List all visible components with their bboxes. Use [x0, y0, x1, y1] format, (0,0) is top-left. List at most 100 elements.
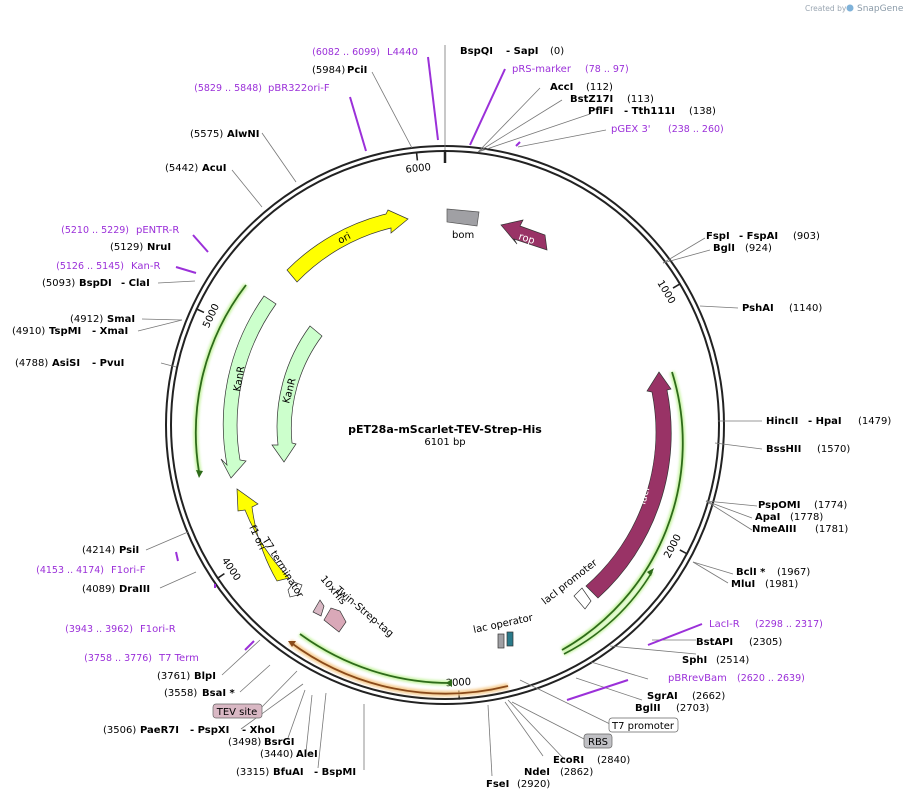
site-bcli[interactable]: BclI * [736, 567, 766, 578]
primer-l4440-label[interactable]: L4440 [387, 47, 418, 58]
primer-ticks [175, 56, 703, 701]
site-pshai[interactable]: PshAI [742, 303, 774, 314]
rop-label: rop [517, 231, 536, 247]
primer-f1orir-label[interactable]: F1ori-R [140, 624, 176, 635]
site-apai-pos: (1778) [790, 512, 823, 523]
tev-site-box[interactable]: TEV site [212, 703, 263, 719]
site-hpai[interactable]: - HpaI [808, 416, 842, 427]
kanr-outer-arrow[interactable] [220, 295, 277, 479]
rbs-label-box[interactable]: RBS [583, 733, 613, 749]
site-bspdi[interactable]: BspDI [79, 278, 112, 289]
laci-promoter-shape[interactable] [573, 587, 592, 610]
ori-arrow[interactable] [286, 209, 409, 283]
site-xhoi[interactable]: - XhoI [242, 725, 275, 736]
site-smai[interactable]: SmaI [107, 314, 135, 325]
site-bstapi[interactable]: BstAPI [696, 637, 733, 648]
site-bglii[interactable]: BglII [635, 703, 661, 714]
site-labels: BspQI - SapI (0) (5984) PciI AccI (112) … [12, 46, 891, 790]
snapgene-logo-icon [846, 4, 854, 12]
site-alei-pos: (3440) [260, 749, 293, 760]
site-fspi[interactable]: FspI [706, 231, 730, 242]
primer-pbr322orif-label[interactable]: pBR322ori-F [268, 83, 330, 94]
lac-operator-box[interactable] [497, 633, 505, 649]
site-pcii-pos: (5984) [312, 65, 345, 76]
site-fspai[interactable]: - FspAI [739, 231, 778, 242]
site-xmai[interactable]: - XmaI [92, 326, 128, 337]
primer-pbrrevbam-range: (2620 .. 2639) [737, 673, 805, 684]
laci-arrow[interactable] [585, 371, 672, 599]
site-blpi[interactable]: BlpI [194, 671, 216, 682]
primer-f1orif-label[interactable]: F1ori-F [111, 565, 146, 576]
primer-pentrr-label[interactable]: pENTR-R [136, 225, 179, 236]
site-mlui[interactable]: MluI [731, 579, 755, 590]
site-acui[interactable]: AcuI [202, 163, 227, 174]
site-alei[interactable]: AleI [296, 749, 318, 760]
site-pvui[interactable]: - PvuI [92, 358, 124, 369]
site-alwni[interactable]: AlwNI [227, 129, 260, 140]
site-bstapi-pos: (2305) [749, 637, 782, 648]
site-bgli[interactable]: BglI [713, 243, 735, 254]
primer-prsmarker-label[interactable]: pRS-marker [512, 64, 572, 75]
site-ecori[interactable]: EcoRI [553, 755, 584, 766]
site-ecori-pos: (2840) [597, 755, 630, 766]
site-asisi[interactable]: AsiSI [52, 358, 80, 369]
site-draiii[interactable]: DraIII [119, 584, 150, 595]
site-sphi[interactable]: SphI [682, 655, 707, 666]
site-pspomi[interactable]: PspOMI [758, 500, 800, 511]
site-bspqi-pos: (0) [550, 46, 564, 57]
tick-mark [672, 282, 682, 289]
strep-tag-shape[interactable] [323, 607, 347, 633]
site-alwni-pos: (5575) [190, 129, 223, 140]
primer-t7term-label[interactable]: T7 Term [158, 653, 199, 664]
primer-pbrrevbam-label[interactable]: pBRrevBam [668, 673, 727, 684]
t7-promoter-box[interactable]: T7 promoter [608, 717, 679, 733]
site-pcii[interactable]: PciI [347, 65, 367, 76]
f1ori-arrow[interactable] [236, 488, 290, 582]
site-bstz17i[interactable]: BstZ17I [570, 94, 613, 105]
site-pflfi[interactable]: PflFI [588, 106, 613, 117]
site-bsai[interactable]: BsaI * [202, 688, 236, 699]
rop-arrow[interactable] [500, 219, 548, 251]
site-hincii[interactable]: HincII [766, 416, 798, 427]
t7-terminator-shape[interactable] [287, 581, 303, 598]
site-blpi-pos: (3761) [157, 671, 190, 682]
kanr-inner-arrow[interactable] [271, 325, 323, 463]
site-paer7i-pos: (3506) [103, 725, 136, 736]
site-bfuai[interactable]: BfuAI [273, 767, 304, 778]
primer-pentrr-range: (5210 .. 5229) [61, 225, 129, 236]
site-apai[interactable]: ApaI [755, 512, 780, 523]
tick-label: 4000 [219, 556, 242, 583]
bom-box[interactable] [446, 208, 480, 227]
site-nrui[interactable]: NruI [147, 242, 171, 253]
rbs-box[interactable] [506, 631, 514, 647]
site-sapi[interactable]: - SapI [506, 46, 538, 57]
site-ndei[interactable]: NdeI [524, 767, 550, 778]
site-tspmi-pos: (4910) [12, 326, 45, 337]
site-psii[interactable]: PsiI [119, 545, 139, 556]
site-clai[interactable]: - ClaI [121, 278, 150, 289]
site-tth111i[interactable]: - Tth111I [624, 106, 675, 117]
primer-lacir-label[interactable]: LacI-R [709, 619, 740, 630]
site-bsshii[interactable]: BssHII [766, 444, 801, 455]
primer-kanr-label[interactable]: Kan-R [131, 261, 160, 272]
site-bsrgi[interactable]: BsrGI [264, 737, 294, 748]
site-fsei[interactable]: FseI [486, 779, 509, 790]
site-acci[interactable]: AccI [550, 82, 573, 93]
site-pshai-pos: (1140) [789, 303, 822, 314]
site-nmeaiii[interactable]: NmeAIII [752, 524, 796, 535]
site-pflfi-pos: (138) [689, 106, 716, 117]
site-asisi-pos: (4788) [15, 358, 48, 369]
site-acui-pos: (5442) [165, 163, 198, 174]
primer-pgex3-label[interactable]: pGEX 3' [611, 124, 651, 135]
site-sphi-pos: (2514) [716, 655, 749, 666]
site-pspomi-pos: (1774) [814, 500, 847, 511]
his-tag-shape[interactable] [312, 599, 325, 617]
site-bspqi[interactable]: BspQI [460, 46, 493, 57]
site-bglii-pos: (2703) [676, 703, 709, 714]
primer-f1orir-range: (3943 .. 3962) [65, 624, 133, 635]
site-sgrai[interactable]: SgrAI [647, 691, 678, 702]
site-tspmi[interactable]: TspMI [49, 326, 81, 337]
site-bspmi[interactable]: - BspMI [314, 767, 356, 778]
site-paer7i[interactable]: PaeR7I [140, 725, 179, 736]
site-pspxi[interactable]: - PspXI [190, 725, 229, 736]
